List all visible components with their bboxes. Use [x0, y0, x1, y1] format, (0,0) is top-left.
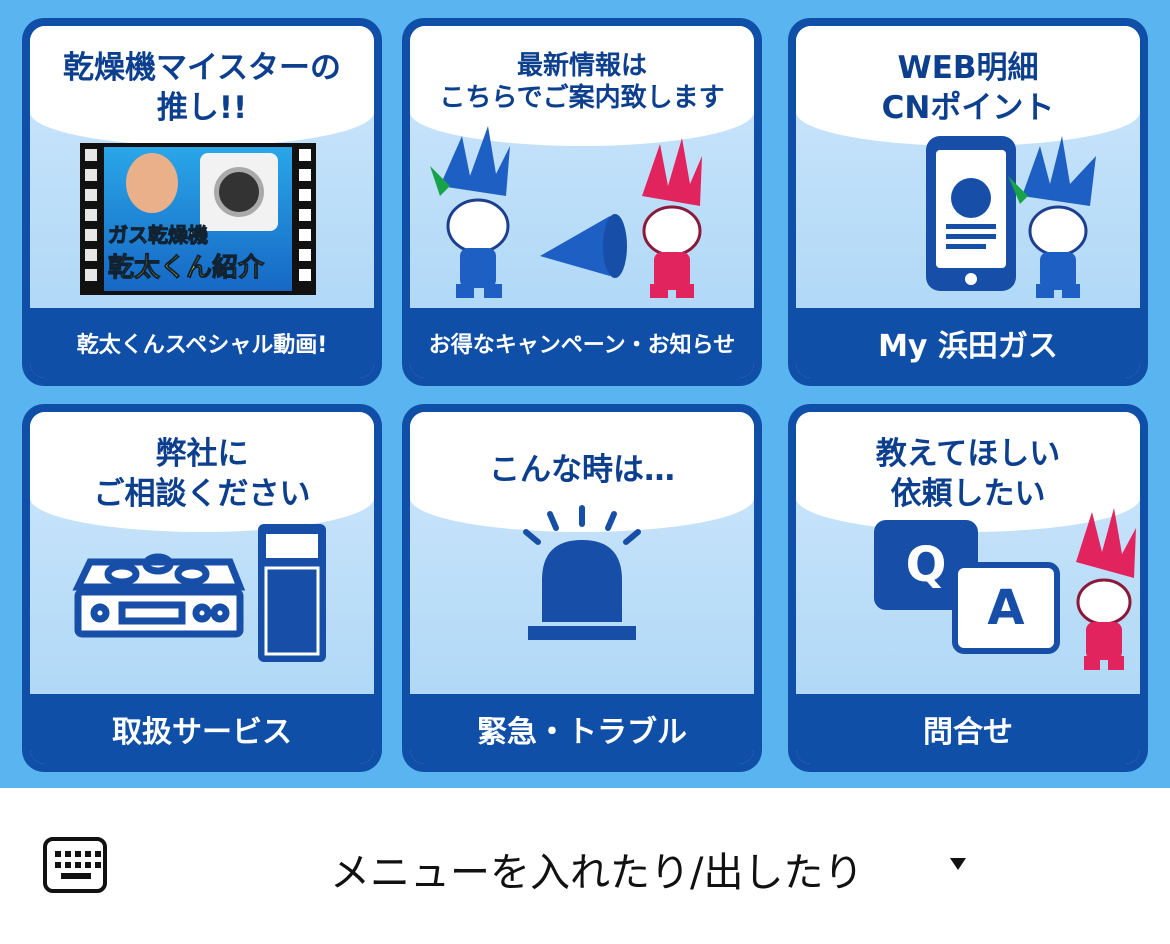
tile-emergency[interactable]: こんな時は… 緊急・トラブル — [402, 404, 762, 772]
tile-title-line: 推し!! — [156, 90, 248, 126]
tile-title: WEB明細 CNポイント — [796, 48, 1140, 128]
mascot-blue-icon — [430, 126, 510, 298]
keyboard-icon[interactable] — [43, 837, 107, 893]
tile-header-bg — [410, 26, 754, 146]
tile-title-line: ご相談ください — [93, 476, 311, 512]
alarm-light-illustration — [523, 505, 641, 640]
mascot-red-icon — [1076, 508, 1136, 670]
tile-footer: 取扱サービス — [30, 694, 374, 764]
qa-letter-q: Q — [905, 537, 947, 593]
rich-menu: 乾燥機マイスターの 推し!! ガス乾燥機 乾太くん紹介 乾太くんスペシャル動画! — [0, 0, 1170, 788]
tile-title: 最新情報は こちらでご案内致します — [410, 50, 754, 114]
tile-title-line: こちらでご案内致します — [439, 83, 725, 113]
dryer-image — [200, 153, 278, 231]
tile-header-bg — [796, 412, 1140, 532]
smartphone-icon — [926, 136, 1016, 291]
tile-title-line: 最新情報は — [516, 51, 647, 81]
video-thumbnail: ガス乾燥機 乾太くん紹介 — [80, 143, 316, 295]
tile-title-line: CNポイント — [881, 90, 1055, 126]
tile-dryer-video-panel: 乾燥機マイスターの 推し!! ガス乾燥機 乾太くん紹介 乾太くんスペシャル動画! — [30, 26, 374, 378]
video-caption-top: ガス乾燥機 — [108, 223, 209, 248]
tile-header-bg — [30, 412, 374, 532]
tile-news-panel: 最新情報は こちらでご案内致します — [410, 26, 754, 378]
gas-stove-icon — [72, 553, 246, 638]
tile-footer: 緊急・トラブル — [410, 694, 754, 764]
appliances-illustration — [72, 524, 326, 662]
tile-inquiry[interactable]: 教えてほしい 依頼したい Q A 問合せ — [788, 404, 1148, 772]
tile-header-bg — [796, 26, 1140, 146]
water-heater-icon — [258, 524, 326, 662]
bottom-bar — [0, 788, 1170, 944]
tile-my-account[interactable]: WEB明細 CNポイント — [788, 18, 1148, 386]
dryer-door-icon — [214, 167, 264, 217]
tile-title-line: WEB明細 — [897, 50, 1039, 86]
tile-title: こんな時は… — [410, 450, 754, 490]
tile-dryer-video[interactable]: 乾燥機マイスターの 推し!! ガス乾燥機 乾太くん紹介 乾太くんスペシャル動画! — [22, 18, 382, 386]
tile-news[interactable]: 最新情報は こちらでご案内致します — [402, 18, 762, 386]
tile-title-line: 教えてほしい — [875, 436, 1061, 472]
video-caption-main: 乾太くん紹介 — [107, 253, 265, 284]
menu-toggle-label[interactable]: メニューを入れたり/出したり — [330, 850, 864, 896]
tile-title: 教えてほしい 依頼したい — [796, 434, 1140, 514]
alarm-light-icon — [523, 505, 641, 640]
tile-title: 弊社に ご相談ください — [30, 434, 374, 514]
mascot-red-icon — [642, 138, 702, 298]
tile-title-line: 弊社に — [155, 436, 249, 472]
tile-footer: 乾太くんスペシャル動画! — [30, 308, 374, 378]
mascots-megaphone-illustration — [430, 126, 702, 298]
tile-title-line: 乾燥機マイスターの — [62, 50, 342, 86]
tile-footer: My 浜田ガス — [796, 308, 1140, 378]
chevron-down-icon[interactable] — [950, 858, 966, 870]
tile-footer: お得なキャンペーン・お知らせ — [410, 308, 754, 378]
video-frame: ガス乾燥機 乾太くん紹介 — [104, 147, 292, 291]
tile-header-bg — [30, 26, 374, 146]
film-sprocket-icon — [85, 149, 97, 289]
tile-title-line: こんな時は… — [489, 452, 675, 488]
smartphone-mascot-illustration — [926, 136, 1096, 298]
tile-emergency-panel: こんな時は… 緊急・トラブル — [410, 412, 754, 764]
tile-title-line: 依頼したい — [890, 476, 1046, 512]
mascot-blue-icon — [1008, 136, 1096, 298]
tile-my-account-panel: WEB明細 CNポイント — [796, 26, 1140, 378]
megaphone-icon — [540, 214, 627, 278]
tile-footer: 問合せ — [796, 694, 1140, 764]
tile-services-panel: 弊社に ご相談ください — [30, 412, 374, 764]
answer-bubble: A — [952, 562, 1060, 654]
presenter-face — [126, 153, 178, 213]
tile-inquiry-panel: 教えてほしい 依頼したい Q A 問合せ — [796, 412, 1140, 764]
qa-letter-a: A — [987, 580, 1025, 636]
tile-title: 乾燥機マイスターの 推し!! — [30, 48, 374, 128]
film-sprocket-icon — [299, 149, 311, 289]
mascot-illustration — [1076, 508, 1136, 670]
tile-services[interactable]: 弊社に ご相談ください — [22, 404, 382, 772]
